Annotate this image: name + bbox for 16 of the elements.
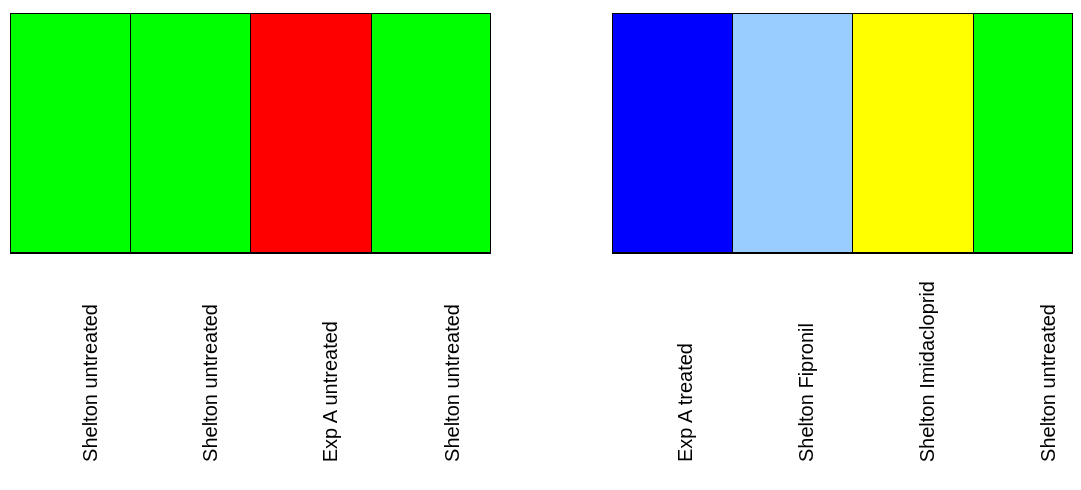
block-label: Shelton untreated [1036,304,1060,462]
color-block [130,13,250,254]
block-label: Shelton untreated [198,304,222,462]
block-label: Shelton Fipronil [794,323,818,462]
block-label: Shelton Imidacloprid [915,280,939,462]
color-block [10,13,130,254]
block-label: Shelton untreated [440,304,464,462]
block-label: Exp A untreated [318,320,342,462]
block-label: Exp A treated [673,343,697,462]
color-block [250,13,371,254]
color-block [732,13,852,254]
color-block [612,13,732,254]
color-block [973,13,1073,254]
color-block [852,13,973,254]
block-label: Shelton untreated [78,304,102,462]
color-block [371,13,491,254]
